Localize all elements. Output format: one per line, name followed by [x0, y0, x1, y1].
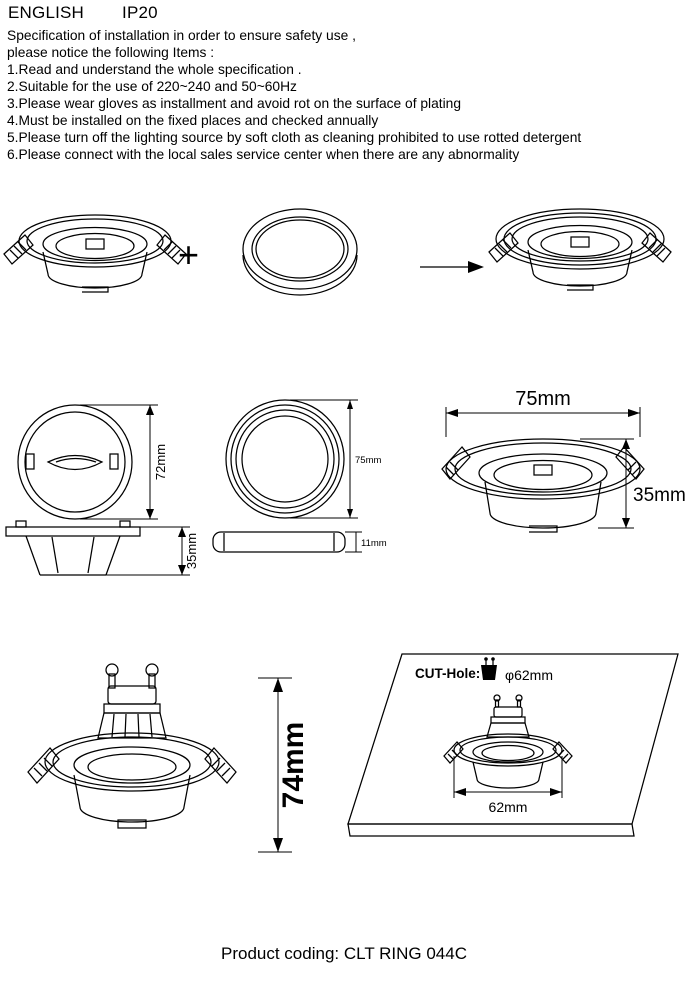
ceiling-panel-drawing — [347, 653, 679, 837]
dim-35mm-profile: 35mm — [106, 526, 199, 576]
ip-rating-label: IP20 — [122, 3, 158, 22]
dim-75mm-overall-label: 75mm — [515, 388, 571, 410]
dim-35mm-overall-label: 35mm — [633, 485, 686, 506]
dim-11mm-ring: 11mm — [345, 531, 387, 553]
dim-62mm-hole-label: 62mm — [489, 799, 528, 815]
spec-item-5: 5.Please turn off the lighting source by… — [7, 130, 582, 145]
product-coding: Product coding: CLT RING 044C — [221, 944, 467, 963]
spec-item-4: 4.Must be installed on the fixed places … — [7, 113, 379, 128]
fixture-with-lamp-drawing — [27, 663, 237, 829]
figure-assembly-row: + — [3, 208, 672, 296]
spec-item-3: 3.Please wear gloves as installment and … — [7, 96, 462, 111]
spec-item-1: 1.Read and understand the whole specific… — [7, 62, 302, 77]
dim-72mm: 72mm — [80, 404, 168, 520]
dim-75mm-ring: 75mm — [290, 399, 381, 519]
figure-dimension-views: 72mm 35mm — [5, 388, 686, 576]
language-label: ENGLISH — [8, 3, 85, 22]
cut-hole-label: CUT-Hole: — [415, 666, 480, 681]
arrow-right-icon — [420, 261, 484, 273]
header: ENGLISH IP20 — [8, 3, 158, 23]
lamp-icon — [481, 657, 497, 680]
dim-72mm-label: 72mm — [153, 444, 168, 480]
dim-11mm-ring-label: 11mm — [361, 538, 387, 549]
plus-sign: + — [178, 234, 199, 275]
figure-installation-row: 74mm CUT-Hole: φ62mm — [27, 653, 679, 853]
dim-35mm-profile-label: 35mm — [184, 533, 199, 569]
spec-intro-line-2: please notice the following Items : — [7, 45, 215, 60]
dim-62mm-hole: 62mm — [453, 756, 563, 815]
dim-75mm-overall: 75mm — [445, 388, 641, 437]
cut-hole-diameter-label: φ62mm — [505, 667, 553, 683]
assembled-fixture-drawing — [488, 208, 672, 291]
housing-top-view — [17, 404, 133, 520]
installation-specification: Specification of installation in order t… — [7, 27, 685, 163]
fixture-body-drawing — [3, 214, 187, 293]
housing-side-profile — [5, 520, 141, 576]
spec-item-6: 6.Please connect with the local sales se… — [7, 147, 520, 162]
ring-side-view — [212, 531, 346, 553]
ring-top-view — [225, 399, 345, 519]
spec-item-2: 2.Suitable for the use of 220~240 and 50… — [7, 79, 297, 94]
spec-intro-line-1: Specification of installation in order t… — [7, 28, 356, 43]
dim-74mm-total: 74mm — [258, 677, 310, 853]
trim-ring-drawing — [242, 208, 358, 296]
dim-35mm-overall: 35mm — [580, 438, 686, 529]
dim-74mm-total-label: 74mm — [277, 722, 310, 809]
dim-75mm-ring-label: 75mm — [355, 455, 381, 466]
assembled-perspective-view — [441, 438, 645, 533]
panel-fixture-drawing — [443, 694, 573, 789]
